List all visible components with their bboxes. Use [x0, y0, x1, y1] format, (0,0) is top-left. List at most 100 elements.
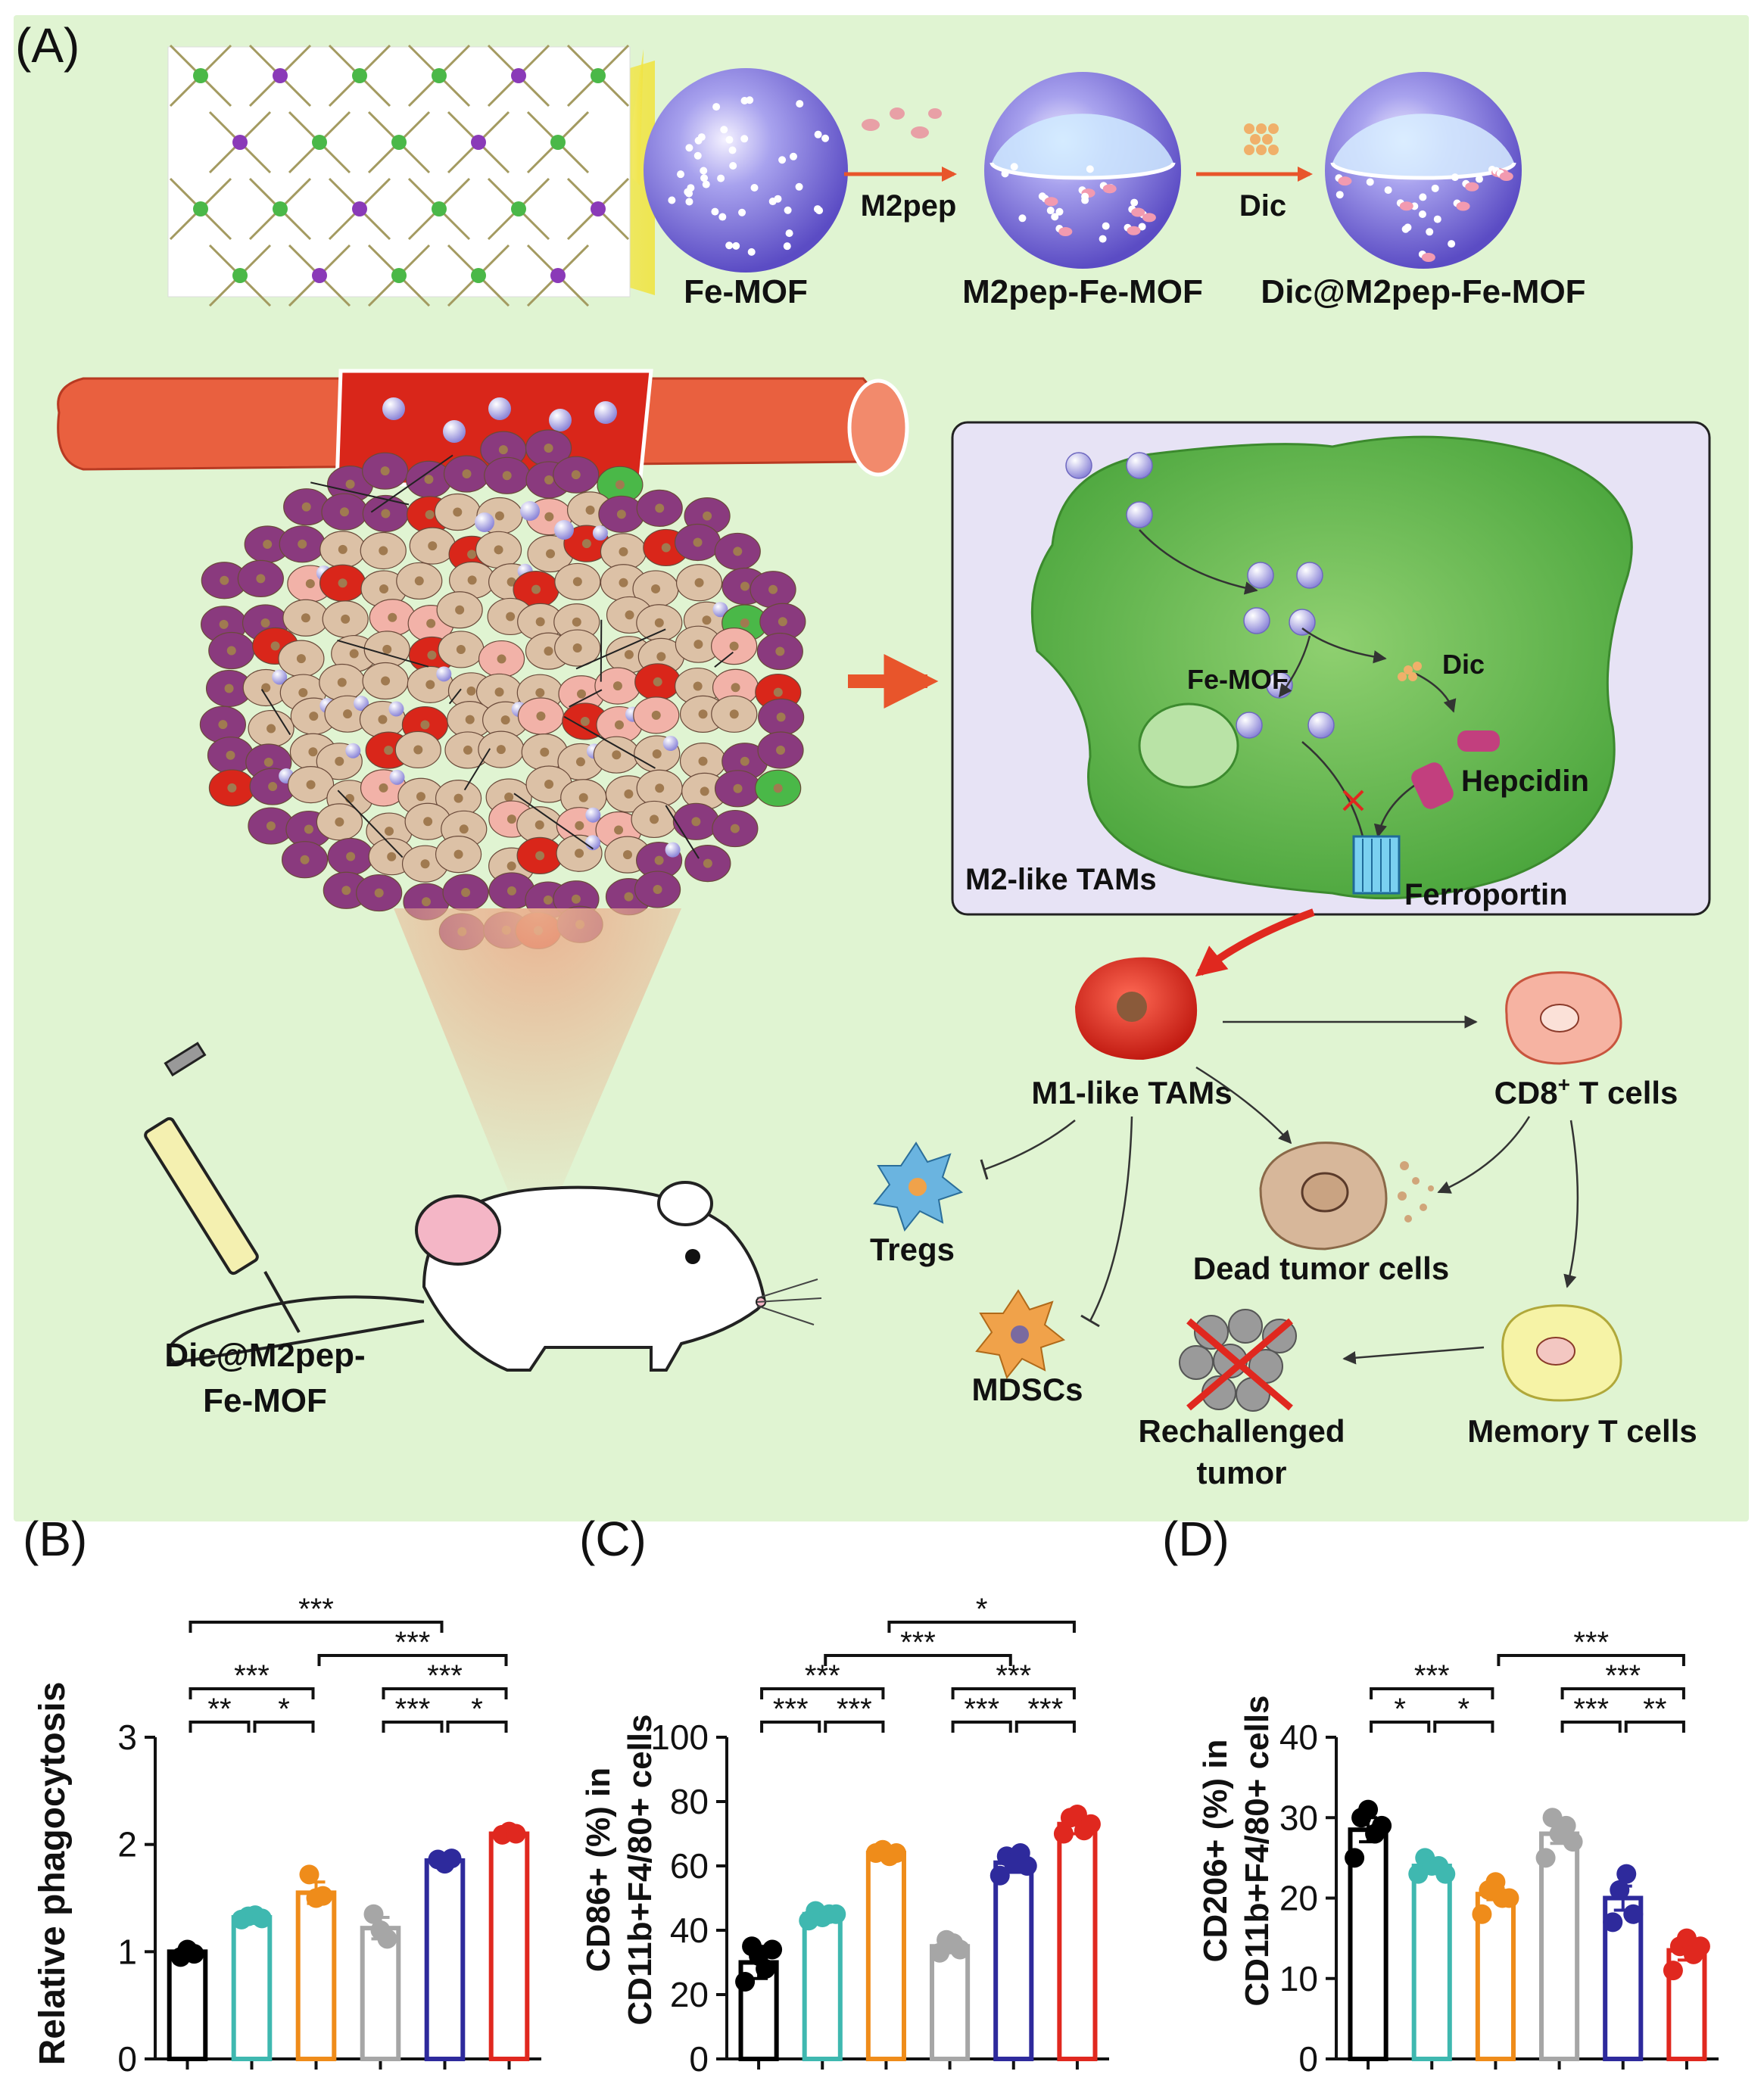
chart-d-significance-label: ** — [1643, 1693, 1666, 1726]
chart-b-significance-label: *** — [234, 1659, 270, 1693]
chart-b-significance-label: * — [471, 1693, 483, 1726]
chart-b-bar — [231, 1915, 273, 2061]
chart-c-significance-bracket — [951, 1721, 1012, 1733]
chart-b-y-tick-label: 1 — [117, 1932, 137, 1971]
chart-b-bar — [167, 1949, 208, 2061]
ferroportin-label: Ferroportin — [1404, 878, 1568, 911]
blood-vessel — [57, 369, 909, 487]
chart-c-bar — [865, 1851, 906, 2061]
chart-c-data-point — [886, 1843, 906, 1863]
chart-b-data-point — [313, 1886, 333, 1906]
chart-b-significance-bracket — [317, 1654, 508, 1666]
rechallenged-tumor-icon — [1179, 1309, 1297, 1412]
cd8-to-dead-tumor-arrow — [1437, 1116, 1531, 1194]
imaging-cone — [394, 908, 681, 1226]
chart-c-bar — [930, 1944, 971, 2061]
chart-c-panel-letter: (C) — [579, 1512, 647, 1566]
chart-c-bar — [1057, 1821, 1098, 2061]
chart-d-significance-bracket — [1370, 1721, 1431, 1733]
dic-step-label: Dic — [1239, 189, 1286, 223]
tregs-inhibit-bar — [980, 1159, 989, 1180]
mdscs-cell-icon — [975, 1289, 1066, 1380]
chart-c-data-point — [756, 1959, 776, 1979]
tregs-label: Tregs — [870, 1232, 955, 1267]
panel-a-letter: (A) — [15, 18, 79, 73]
dic-m2pep-fe-mof-sphere — [1325, 72, 1522, 269]
chart-c-significance-bracket — [887, 1621, 1076, 1633]
chart-c-significance-label: * — [976, 1593, 988, 1626]
chart-b-significance-bracket — [382, 1687, 508, 1699]
chart-c-ylabel-line1: CD86+ (%) in — [580, 1768, 617, 1972]
chart-c-y-tick-label: 100 — [650, 1718, 709, 1757]
chart-b-significance-label: * — [278, 1693, 290, 1726]
chart-c-data-point — [1080, 1814, 1101, 1834]
chart-c-y-tick-label: 20 — [670, 1975, 709, 2014]
cd8-t-cell — [1505, 971, 1622, 1065]
chart-c-significance-bracket — [824, 1721, 885, 1733]
chart-c-significance-bracket — [951, 1687, 1076, 1699]
chart-c-data-point — [762, 1939, 783, 1960]
chart-b-data-point — [377, 1929, 397, 1949]
chart-b: (B) Relative phagocytosis 0123**********… — [23, 1512, 541, 2079]
chart-c-significance-label: *** — [773, 1693, 809, 1726]
chart-d-y-tick-label: 30 — [1279, 1798, 1318, 1837]
chart-c-y-tick-label: 80 — [670, 1782, 709, 1821]
chart-c-significance-label: *** — [900, 1626, 936, 1659]
chart-d-panel-letter: (D) — [1162, 1512, 1230, 1566]
chart-d-significance-bracket — [1497, 1654, 1685, 1666]
chart-d-ylabel-line2: CD11b+F4/80+ cells — [1239, 1696, 1276, 2007]
chart-c-significance-label: *** — [996, 1659, 1031, 1693]
tumor-tissue — [199, 429, 806, 951]
macrophage-box — [951, 421, 1711, 916]
chart-d-significance-label: *** — [1414, 1659, 1450, 1693]
chart-b-significance-bracket — [253, 1721, 315, 1733]
chart-d-data-point — [1485, 1872, 1506, 1892]
chart-c-data-point — [1053, 1824, 1074, 1844]
chart-d-significance-label: *** — [1573, 1693, 1609, 1726]
mdscs-label: MDSCs — [971, 1372, 1083, 1407]
chart-d-data-point — [1499, 1888, 1519, 1908]
chart-b-data-point — [506, 1824, 526, 1844]
chart-d-data-point — [1372, 1815, 1392, 1836]
chart-c-data-point — [826, 1904, 846, 1924]
m2pep-fe-mof-label: M2pep-Fe-MOF — [962, 273, 1203, 310]
chart-d-data-point — [1345, 1848, 1365, 1868]
chart-b-bar — [488, 1831, 530, 2061]
syringe-icon — [144, 1042, 301, 1333]
mac-dic-label: Dic — [1442, 649, 1485, 680]
chart-d-significance-label: * — [1458, 1693, 1470, 1726]
chart-c-significance-label: *** — [964, 1693, 999, 1726]
chart-d-data-point — [1610, 1880, 1630, 1900]
memory-t-cells-label: Memory T cells — [1467, 1413, 1697, 1449]
chart-c-y-tick-label: 0 — [689, 2039, 709, 2079]
charts-row: (B) Relative phagocytosis 0123**********… — [23, 1512, 1719, 2079]
m2-to-m1-arrow — [1195, 908, 1315, 977]
chart-b-significance-bracket — [189, 1621, 444, 1633]
chart-c-significance-label: *** — [837, 1693, 872, 1726]
hepcidin-label: Hepcidin — [1461, 765, 1589, 798]
chart-d-significance-bracket — [1624, 1721, 1685, 1733]
chart-d-bar — [1411, 1864, 1452, 2061]
mac-fe-mof-label: Fe-MOF — [1187, 664, 1289, 695]
chart-b-data-point — [184, 1944, 204, 1964]
chart-d-ylabel-line1: CD206+ (%) in — [1197, 1739, 1234, 1963]
m1-to-dead-tumor-arrow — [1195, 1066, 1292, 1145]
chart-d-data-point — [1472, 1904, 1492, 1924]
chart-c-ylabel-line2: CD11b+F4/80+ cells — [622, 1715, 659, 2026]
chart-d-y-tick-label: 20 — [1279, 1879, 1318, 1918]
chart-d-significance-bracket — [1560, 1721, 1622, 1733]
chart-c-significance-label: *** — [1027, 1693, 1063, 1726]
chart-c-data-point — [735, 1972, 756, 1992]
chart-c-data-point — [950, 1939, 971, 1960]
mouse-illustration — [167, 1181, 822, 1372]
chart-c-y-tick-label: 40 — [670, 1911, 709, 1950]
chart-d: (D) CD206+ (%) in CD11b+F4/80+ cells 010… — [1162, 1512, 1719, 2079]
chart-b-data-point — [252, 1908, 272, 1929]
chart-b-significance-label: ** — [207, 1693, 231, 1726]
chart-b-significance-label: *** — [298, 1593, 334, 1626]
m2pep-fe-mof-sphere — [984, 72, 1181, 269]
chart-b-significance-label: *** — [427, 1659, 463, 1693]
chart-b-bar — [295, 1890, 337, 2062]
chart-d-significance-bracket — [1560, 1687, 1685, 1699]
rechallenged-label-line2: tumor — [1197, 1455, 1287, 1490]
